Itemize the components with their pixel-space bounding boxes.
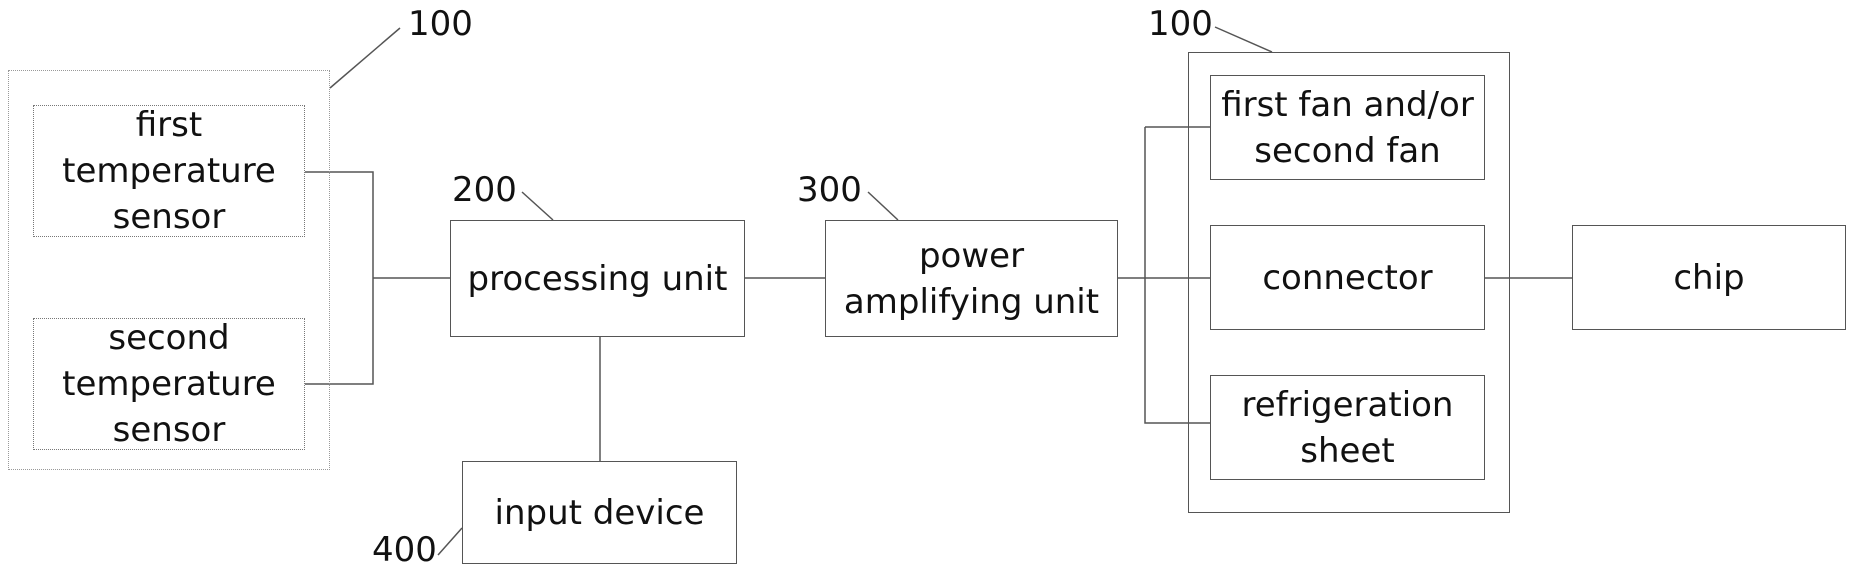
processing-unit-block: processing unit <box>450 220 745 337</box>
ref-power-amplifying-unit: 300 <box>797 170 862 210</box>
power-amplifying-unit-block: power amplifying unit <box>825 220 1118 337</box>
leader-sensor-group <box>330 28 400 88</box>
leader-input-device <box>438 528 462 555</box>
first-fan-second-fan-block: first fan and/or second fan <box>1210 75 1485 180</box>
ref-processing-unit: 200 <box>452 170 517 210</box>
first-temperature-sensor-block: first temperature sensor <box>33 105 305 237</box>
connector-block: connector <box>1210 225 1485 330</box>
refrigeration-sheet-block: refrigeration sheet <box>1210 375 1485 480</box>
leader-power-amplifying-unit <box>868 192 898 220</box>
ref-input-device: 400 <box>372 530 437 570</box>
input-device-block: input device <box>462 461 737 564</box>
ref-cooling-group: 100 <box>1148 4 1213 44</box>
chip-block: chip <box>1572 225 1846 330</box>
leader-processing-unit <box>522 192 553 220</box>
ref-sensor-group: 100 <box>408 4 473 44</box>
leader-cooling-group <box>1215 27 1272 52</box>
second-temperature-sensor-block: second temperature sensor <box>33 318 305 450</box>
